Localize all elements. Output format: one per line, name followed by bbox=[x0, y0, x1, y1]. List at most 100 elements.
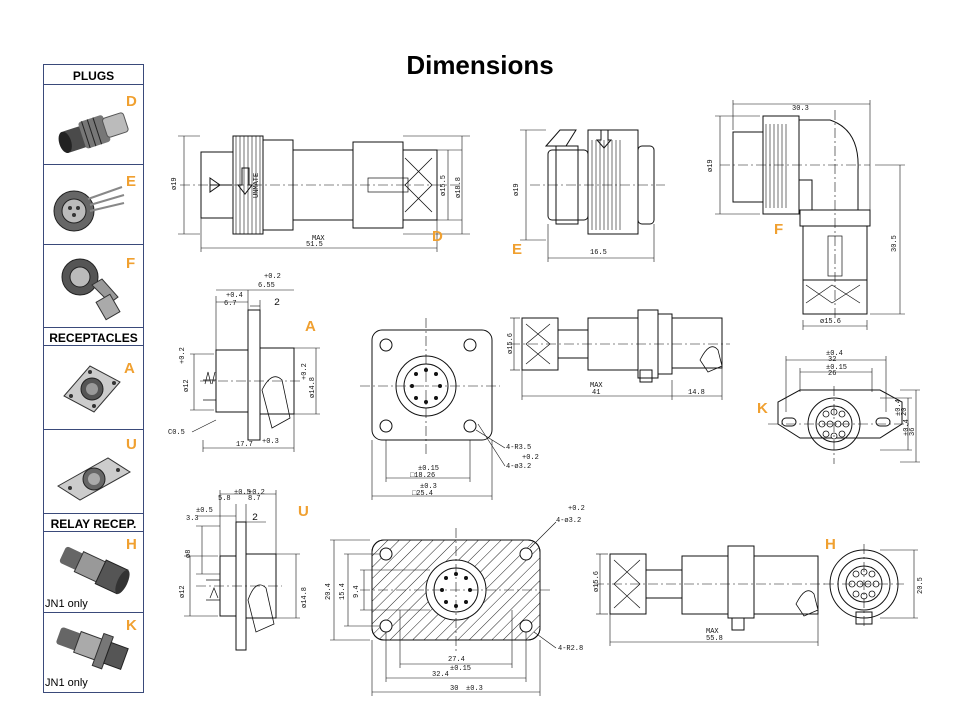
side-max: MAX bbox=[590, 382, 603, 390]
k-tol-3: ±0.4 bbox=[895, 399, 903, 416]
drawing-receptacle-u bbox=[184, 490, 300, 651]
sidebar-item-plug-d[interactable]: D bbox=[44, 84, 143, 165]
drawing-receptacle-side bbox=[510, 309, 730, 400]
sidebar-item-receptacle-a[interactable]: A bbox=[44, 345, 143, 430]
relay-receptacle-k-image bbox=[56, 627, 129, 670]
receptacle-square-flange-image bbox=[63, 365, 121, 413]
u-tol-1: ±0.5 bbox=[234, 489, 251, 497]
side-dia-156: ø15.6 bbox=[507, 333, 515, 354]
category-receptacles: RECEPTACLES bbox=[49, 331, 138, 345]
relay-h-letter: H bbox=[126, 536, 137, 553]
u2-20-4: 20.4 bbox=[325, 583, 333, 600]
k-letter: K bbox=[757, 400, 768, 417]
drawing-relay-k-front bbox=[768, 356, 920, 464]
f-dia-156: ø15.6 bbox=[820, 318, 841, 326]
u-dia-148: ø14.8 bbox=[301, 587, 309, 608]
f-height: 30.5 bbox=[891, 235, 899, 252]
a-2: 2 bbox=[274, 298, 280, 309]
e-letter: E bbox=[512, 241, 522, 258]
a-dia-148: ø14.8 bbox=[309, 377, 317, 398]
a-tol-4: +0.2 bbox=[301, 363, 309, 380]
drawing-receptacle-a bbox=[190, 289, 320, 452]
sidebar-item-plug-f[interactable]: F bbox=[44, 244, 143, 328]
a-tol-3: +0.2 bbox=[179, 347, 187, 364]
page-title: Dimensions bbox=[406, 50, 554, 80]
u-dia-12: ø12 bbox=[179, 585, 187, 598]
u-3-3: 3.3 bbox=[186, 515, 199, 523]
drawing-relay-h-side bbox=[594, 545, 826, 646]
u2-r28: 4-R2.8 bbox=[558, 645, 583, 653]
e-dia-19: ø19 bbox=[513, 183, 521, 196]
category-relay-header: RELAY RECEP. bbox=[44, 513, 143, 532]
d-dia-188: ø18.8 bbox=[455, 177, 463, 198]
k-tol-1: ±0.4 bbox=[826, 350, 843, 358]
e-length: 16.5 bbox=[590, 249, 607, 257]
h-55-8: 55.8 bbox=[706, 635, 723, 643]
drawing-receptacle-a-front bbox=[360, 318, 506, 500]
a2-r35: 4-R3.5 bbox=[506, 444, 531, 452]
u2-15-4: 15.4 bbox=[339, 583, 347, 600]
side-14-8: 14.8 bbox=[688, 389, 705, 397]
category-receptacles-header: RECEPTACLES bbox=[44, 327, 143, 346]
a-chamfer: C0.5 bbox=[168, 429, 185, 437]
f-dia-19: ø19 bbox=[707, 159, 715, 172]
u-letter: U bbox=[298, 503, 309, 520]
k-32: 32 bbox=[828, 356, 836, 364]
a-6-7: 6.7 bbox=[224, 300, 237, 308]
drawing-receptacle-u-front bbox=[330, 521, 557, 696]
plug-e-letter: E bbox=[126, 173, 137, 190]
a2-tol-2: ±0.15 bbox=[418, 465, 439, 473]
plug-right-angle-image bbox=[61, 258, 121, 321]
sidebar-item-plug-e[interactable]: E bbox=[44, 164, 143, 245]
a2-18-26: □18.26 bbox=[410, 472, 435, 480]
a-letter: A bbox=[305, 318, 316, 335]
d-letter: D bbox=[432, 228, 443, 245]
u2-tol-3: ±0.3 bbox=[466, 685, 483, 693]
relay-h-note: JN1 only bbox=[45, 598, 88, 610]
plug-wired-image bbox=[53, 186, 125, 232]
d-unmate-label: UNMATE bbox=[253, 173, 261, 198]
k-tol-2: ±0.15 bbox=[826, 364, 847, 372]
a-tol-2: +0.4 bbox=[226, 292, 243, 300]
k-36: 36 bbox=[909, 428, 917, 436]
u2-tol: +0.2 bbox=[568, 505, 585, 513]
a-tol-5: +0.3 bbox=[262, 438, 279, 446]
relay-k-letter: K bbox=[126, 617, 137, 634]
h-20-5: 20.5 bbox=[917, 577, 925, 594]
sidebar-item-receptacle-u[interactable]: U bbox=[44, 429, 143, 514]
a-tol-1: +0.2 bbox=[264, 273, 281, 281]
k-20: 20 bbox=[901, 408, 909, 416]
k-tol-4: ±0.4 bbox=[903, 419, 911, 436]
u-dia-8: ø8 bbox=[185, 550, 193, 558]
side-41: 41 bbox=[592, 389, 600, 397]
category-relay: RELAY RECEP. bbox=[50, 517, 137, 531]
h-dia-156: ø15.6 bbox=[593, 571, 601, 592]
connector-sidebar: PLUGS D E F bbox=[43, 64, 144, 693]
sidebar-item-relay-k[interactable]: K JN1 only bbox=[44, 612, 143, 693]
plug-d-letter: D bbox=[126, 93, 137, 110]
u-5-8: 5.8 bbox=[218, 495, 231, 503]
receptacle-a-letter: A bbox=[124, 360, 135, 377]
drawing-relay-h-front bbox=[824, 544, 918, 626]
d-dia-19: ø19 bbox=[171, 177, 179, 190]
receptacle-rect-flange-image bbox=[57, 457, 131, 501]
u2-32-4: 32.4 bbox=[432, 671, 449, 679]
relay-receptacle-h-image bbox=[59, 546, 130, 595]
drawing-plug-e bbox=[520, 129, 665, 262]
category-plugs: PLUGS bbox=[72, 69, 115, 83]
u2-27-4: 27.4 bbox=[448, 656, 465, 664]
drawing-plug-f bbox=[715, 100, 905, 330]
h-max: MAX bbox=[706, 628, 719, 636]
sidebar-item-relay-h[interactable]: H JN1 only bbox=[44, 531, 143, 613]
d-length: 51.5 bbox=[306, 241, 323, 249]
a2-25-4: □25.4 bbox=[412, 490, 433, 498]
a2-tol-3: ±0.3 bbox=[420, 483, 437, 491]
a-17-7: 17.7 bbox=[236, 441, 253, 449]
a-6-55: 6.55 bbox=[258, 282, 275, 290]
f-width: 30.3 bbox=[792, 105, 809, 113]
u2-tol-2: ±0.15 bbox=[450, 665, 471, 673]
plug-f-letter: F bbox=[126, 255, 136, 272]
u2-dia-32: 4-ø3.2 bbox=[556, 517, 581, 525]
f-letter: F bbox=[774, 221, 783, 238]
u2-9-4: 9.4 bbox=[353, 585, 361, 598]
